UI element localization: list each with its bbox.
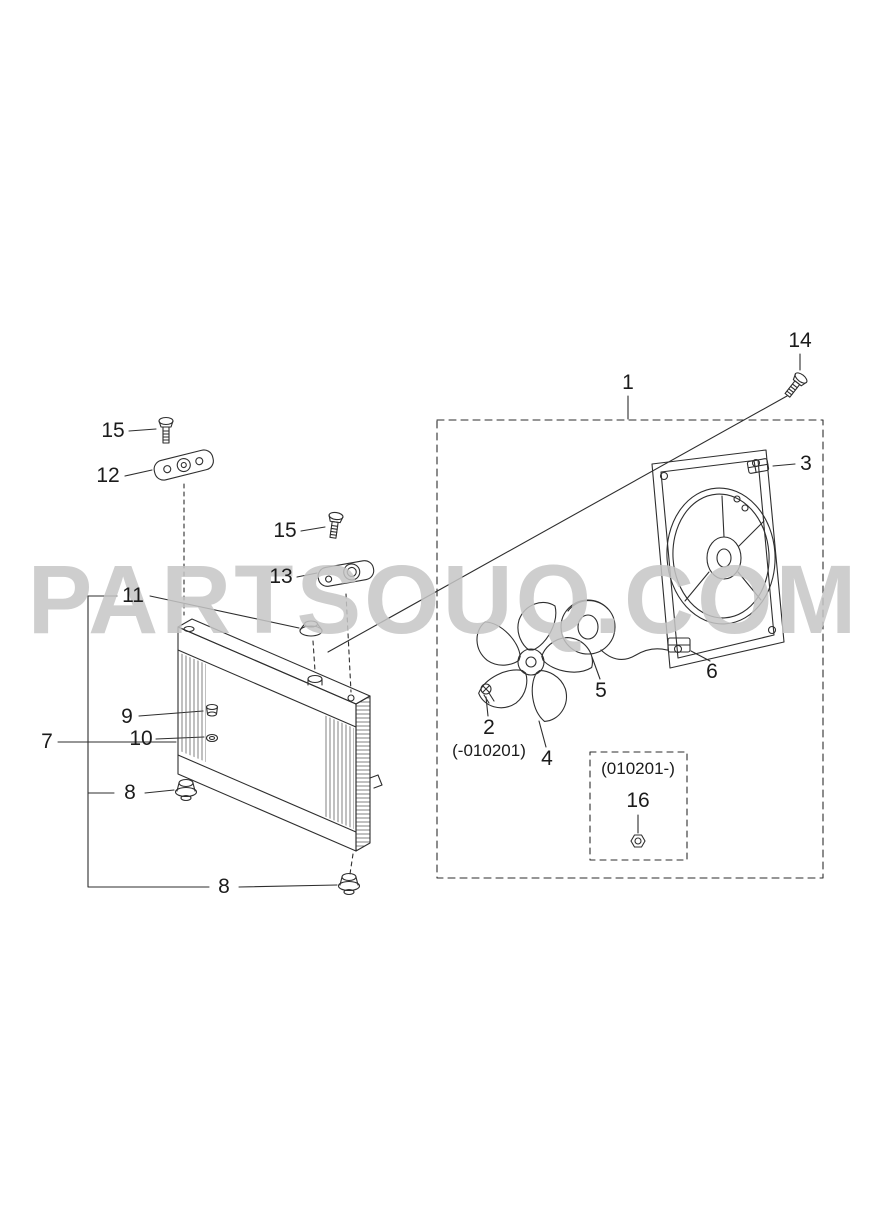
fan-motor-drawing	[560, 599, 668, 661]
alignment-dashed-lines	[183, 483, 354, 875]
fan-blade-drawing	[469, 601, 596, 726]
bracket-13-drawing	[317, 560, 375, 587]
callout-10[interactable]: 10	[129, 727, 153, 750]
callout-2-note: (-010201)	[452, 741, 526, 760]
fan-shroud-drawing	[651, 449, 785, 669]
callout-12[interactable]: 12	[96, 464, 120, 487]
callout-16[interactable]: 16	[626, 789, 650, 812]
nut-16-drawing	[630, 834, 646, 848]
mount-8-bottom-drawing	[337, 872, 361, 896]
radiator-cap-drawing	[299, 620, 323, 637]
callout-5[interactable]: 5	[595, 679, 607, 702]
callout-1[interactable]: 1	[622, 371, 634, 394]
bolt-14-drawing	[781, 370, 810, 401]
callout-7[interactable]: 7	[41, 730, 53, 753]
callout-8-left[interactable]: 8	[124, 781, 136, 804]
radiator-drawing	[177, 618, 383, 852]
callout-4[interactable]: 4	[541, 747, 553, 770]
callout-3[interactable]: 3	[800, 452, 812, 475]
callout-8-bottom[interactable]: 8	[218, 875, 230, 898]
grommet-10-drawing	[205, 733, 219, 743]
callout-15-mid[interactable]: 15	[273, 519, 297, 542]
leader-lines	[57, 353, 801, 888]
callout-6[interactable]: 6	[706, 660, 718, 683]
callout-2[interactable]: 2	[483, 716, 495, 739]
connector-6-drawing	[667, 637, 691, 653]
bolt-15-left-drawing	[158, 416, 174, 444]
mount-8-left-drawing	[174, 778, 198, 802]
assembly-boundary-box	[436, 419, 824, 879]
callout-11[interactable]: 11	[122, 584, 144, 607]
bolt-15-mid-drawing	[325, 511, 344, 540]
callout-13[interactable]: 13	[269, 565, 293, 588]
screw-2-drawing	[480, 683, 495, 704]
callout-14[interactable]: 14	[788, 329, 812, 352]
variant-boundary-box	[589, 751, 688, 861]
callout-9[interactable]: 9	[121, 705, 133, 728]
drain-plug-9-drawing	[205, 703, 219, 717]
callout-15-left[interactable]: 15	[101, 419, 125, 442]
bracket-12-drawing	[153, 449, 214, 481]
callout-16-note: (010201-)	[601, 759, 675, 778]
